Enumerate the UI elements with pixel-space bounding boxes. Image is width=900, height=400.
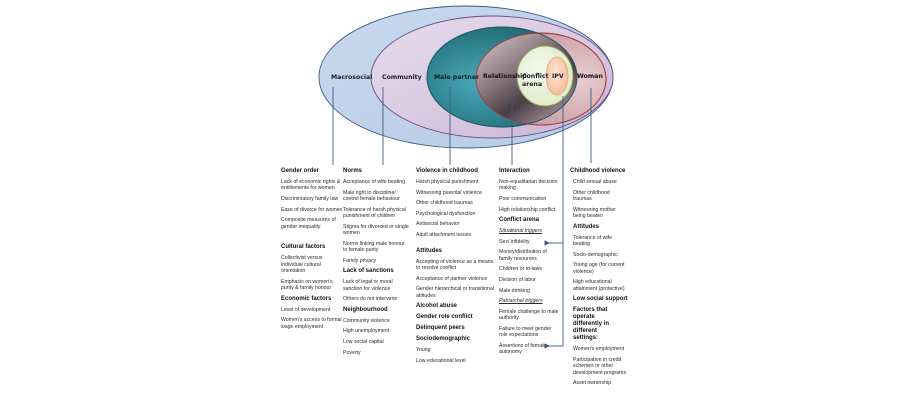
block-heading: Low social support xyxy=(573,296,628,303)
block-heading: Economic factors xyxy=(281,295,332,302)
block-heading: Delinquent peers xyxy=(416,325,465,332)
block-heading: Cultural factors xyxy=(281,244,326,251)
community-label: Community xyxy=(382,74,422,81)
relationship-column: Interaction Non-equalitarian decision ma… xyxy=(499,168,559,360)
list-item: High relationship conflict xyxy=(499,206,556,213)
block-heading: Attitudes xyxy=(416,247,442,254)
list-item: Level of development xyxy=(281,306,331,313)
list-item: Women's employment xyxy=(573,346,625,353)
list-item: Poverty xyxy=(343,349,361,356)
list-item: Norms linking male honour to female puri… xyxy=(343,240,405,253)
list-item: Sex/ infidelity xyxy=(499,238,530,245)
block-heading: Attitudes xyxy=(573,223,599,230)
list-item: Child sexual abuse xyxy=(573,179,617,185)
block-heading: Violence in childhood xyxy=(416,168,478,174)
list-item: Gender hierarchical or transitional atti… xyxy=(416,286,494,299)
block-heading: Lack of sanctions xyxy=(343,268,394,275)
conflict-arena-label-line1: Conflict xyxy=(522,73,549,80)
list-item: Acceptance of wife beating xyxy=(343,179,406,185)
list-item: Tolerance of harsh physical punishment o… xyxy=(343,206,406,219)
list-item: Lack of legal or moral sanction for viol… xyxy=(343,279,393,292)
list-item: Lack of economic rights & entitlements f… xyxy=(281,179,341,192)
list-item: Young xyxy=(416,347,431,354)
block-heading: Interaction xyxy=(499,168,530,174)
list-item: Antisocial behavior xyxy=(416,221,460,228)
block-heading: Conflict arena xyxy=(499,217,540,224)
male-partner-outline xyxy=(426,26,578,128)
ipv-label: IPV xyxy=(552,73,564,80)
list-item: Other childhood traumas xyxy=(416,200,473,207)
list-item: Women's access to formal wage employment xyxy=(281,317,342,330)
list-item: Psychological dysfunction xyxy=(416,210,476,217)
list-item: Asset ownership xyxy=(573,380,612,387)
male-partner-column: Violence in childhood Harsh physical pun… xyxy=(416,168,494,368)
list-item: High educational attainment (protective) xyxy=(573,279,625,292)
block-heading: Factors that operate differently in diff… xyxy=(573,307,610,342)
list-item: Participation in credit schemes or other… xyxy=(573,356,627,376)
list-item: Accepting of violence as a means to reso… xyxy=(416,258,494,271)
list-item: Money/distribution of family resources xyxy=(499,249,547,262)
list-item: Female challenge to male authority xyxy=(499,308,559,322)
list-item: Harsh physical punishment xyxy=(416,179,479,185)
list-item: Others do not intervene xyxy=(343,296,398,303)
list-item: Discriminatory family law xyxy=(281,196,339,202)
block-heading: Norms xyxy=(343,168,363,174)
list-item: Tolerance of wife beating xyxy=(573,234,612,247)
situational-triggers-label: Situational triggers xyxy=(499,228,542,235)
list-item: Collectivist versus individual cultural … xyxy=(281,255,323,274)
list-item: Composite measures of gender inequality xyxy=(281,217,336,230)
conflict-arena-label-line2: arena xyxy=(522,81,542,88)
list-item: Poor communication xyxy=(499,196,547,202)
list-item: High unemployment xyxy=(343,328,390,335)
list-item: Children or in-laws xyxy=(499,266,542,273)
list-item: Community violence xyxy=(343,317,390,324)
macrosocial-column: Gender order Lack of economic rights & e… xyxy=(281,168,343,334)
block-heading: Sociodemographic xyxy=(416,336,471,343)
list-item: Other childhood traumas xyxy=(573,189,610,202)
list-item: Failure to meet gender role expectations xyxy=(499,325,552,339)
list-item: Socio-demographic xyxy=(573,251,618,258)
list-item: Ease of divorce for women xyxy=(281,206,343,213)
list-item: Low educational level xyxy=(416,357,466,364)
list-item: Male drinking xyxy=(499,287,530,294)
list-item: Adult attachment issues xyxy=(416,231,472,238)
list-item: Acceptance of partner violence xyxy=(416,275,488,282)
block-heading: Alcohol abuse xyxy=(416,303,458,310)
list-item: Witnessing mother being beaten xyxy=(573,206,616,219)
list-item: Family privacy xyxy=(343,257,377,264)
community-column: Norms Acceptance of wife beating Male ri… xyxy=(343,168,409,360)
patriarchal-triggers-label: Patriarchal triggers xyxy=(499,298,543,305)
list-item: Assertions of female autonomy xyxy=(499,342,546,356)
list-item: Low social capital xyxy=(343,338,384,345)
block-heading: Childhood violence xyxy=(570,168,626,174)
macrosocial-label: Macrosocial xyxy=(331,74,372,81)
list-item: Witnessing parental violence xyxy=(416,189,483,196)
list-item: Male right to discipline/ control female… xyxy=(343,189,400,202)
ipv-ellipse xyxy=(545,56,569,96)
relationship-outline xyxy=(475,32,607,126)
block-heading: Gender role conflict xyxy=(416,314,473,321)
male-partner-label: Male partner xyxy=(434,74,480,81)
woman-column: Childhood violence Child sexual abuse Ot… xyxy=(570,168,630,391)
list-item: Division of labor xyxy=(499,276,536,283)
relationship-label: Relationship xyxy=(483,73,527,80)
list-item: Non-equalitarian decision making xyxy=(499,179,558,192)
list-item: Young age (for current violence) xyxy=(573,262,625,275)
block-heading: Gender order xyxy=(281,168,320,174)
woman-label: Woman xyxy=(577,73,603,80)
list-item: Emphasis on women's purity & family hono… xyxy=(281,278,333,291)
list-item: Stigma for divorced or single women xyxy=(343,223,409,236)
block-heading: Neighbourhood xyxy=(343,306,388,313)
